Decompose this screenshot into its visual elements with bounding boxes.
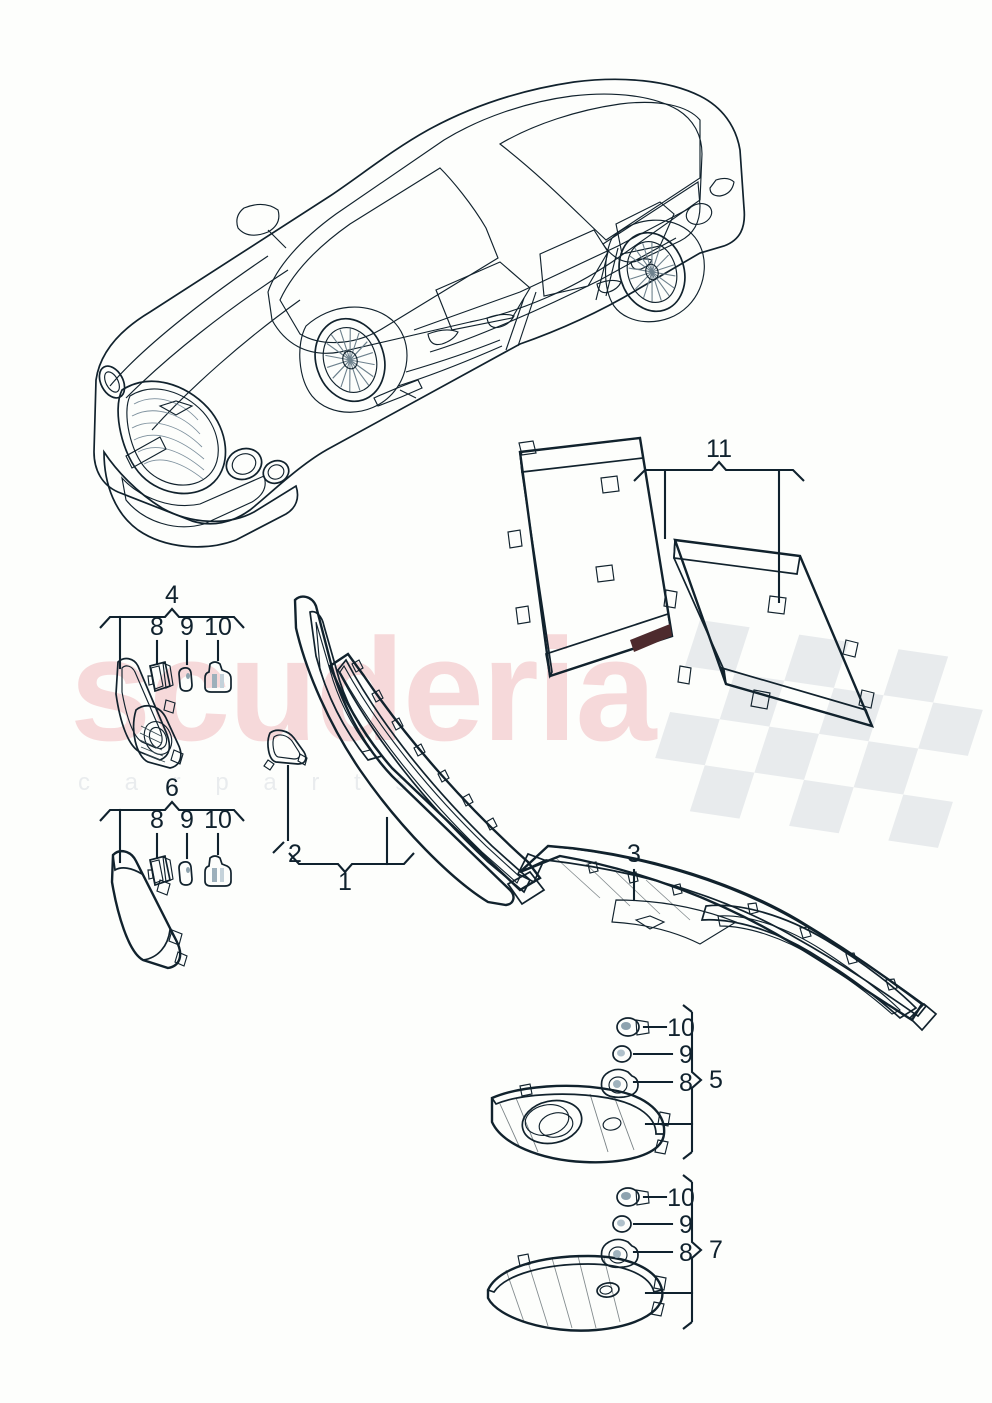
part-8-bracket (147, 854, 174, 887)
callout-4-sub-9-label: 9 (180, 613, 194, 641)
callout-6[interactable]: 6 8 9 10 (99, 774, 245, 864)
hardware-group-7 (600, 1187, 650, 1269)
part-10-expanding-grommet (204, 855, 232, 887)
callout-1-label: 1 (338, 868, 352, 896)
callout-5-item-8-label: 8 (679, 1069, 693, 1097)
part-10-expanding-grommet (616, 1187, 650, 1207)
rear-wheel (618, 231, 686, 313)
grille-vanes (131, 398, 205, 480)
callout-7-label: 7 (709, 1236, 723, 1264)
callout-6-sub-9-label: 9 (180, 806, 194, 834)
callout-4-sub-8-label: 8 (150, 613, 164, 641)
callout-1[interactable]: 1 (288, 816, 415, 896)
callout-11-label: 11 (706, 435, 732, 463)
callout-5[interactable]: 5 10 9 8 (632, 1004, 723, 1160)
part-10-expanding-grommet (616, 1017, 650, 1037)
part-8-bracket (147, 660, 174, 693)
part-11-panel-left (507, 436, 674, 679)
callout-4[interactable]: 4 8 9 10 (99, 581, 245, 670)
callout-2-label: 2 (288, 840, 302, 868)
watermark-tagline: c a r p a r t s (78, 769, 421, 796)
part-4-left-air-intake-trim (115, 657, 184, 769)
callout-2[interactable]: 2 (272, 764, 302, 868)
part-3-right-lower-grille (516, 844, 938, 1032)
callout-7[interactable]: 7 10 9 8 (632, 1174, 723, 1330)
part-1-centre-lower-grille (293, 595, 546, 907)
front-wheel (314, 317, 386, 403)
callout-5-label: 5 (709, 1066, 723, 1094)
callout-7-item-10-label: 10 (667, 1184, 695, 1212)
callout-4-label: 4 (165, 581, 179, 609)
callout-4-sub-10-label: 10 (204, 613, 232, 641)
callout-7-item-8-label: 8 (679, 1239, 693, 1267)
part-8-bracket (600, 1068, 639, 1099)
hardware-group-4 (147, 660, 232, 693)
callout-6-sub-8-label: 8 (150, 806, 164, 834)
callout-7-item-9-label: 9 (679, 1211, 693, 1239)
part-10-expanding-grommet (204, 661, 232, 693)
hardware-group-5 (600, 1017, 650, 1099)
part-9-locating-pin (178, 667, 193, 692)
callout-6-sub-10-label: 10 (204, 806, 232, 834)
part-9-locating-pin (612, 1045, 632, 1063)
vehicle-illustration (93, 78, 746, 548)
part-2-tow-eye-cover (263, 729, 308, 771)
part-5-right-fog-lamp-grille (490, 1083, 671, 1164)
hardware-group-6 (147, 854, 232, 887)
part-11-panel-right (663, 538, 875, 728)
part-11-radiator-grille-panels (507, 436, 875, 728)
callout-5-item-9-label: 9 (679, 1041, 693, 1069)
part-9-locating-pin (178, 861, 193, 886)
callout-3-label: 3 (627, 840, 641, 868)
callout-3[interactable]: 3 (627, 840, 641, 902)
callout-6-label: 6 (165, 774, 179, 802)
callout-11[interactable]: 11 (633, 435, 805, 604)
callout-5-item-10-label: 10 (667, 1014, 695, 1042)
part-1-clip-nubs (351, 659, 498, 831)
part-9-locating-pin (612, 1215, 632, 1233)
part-8-bracket (600, 1238, 639, 1269)
